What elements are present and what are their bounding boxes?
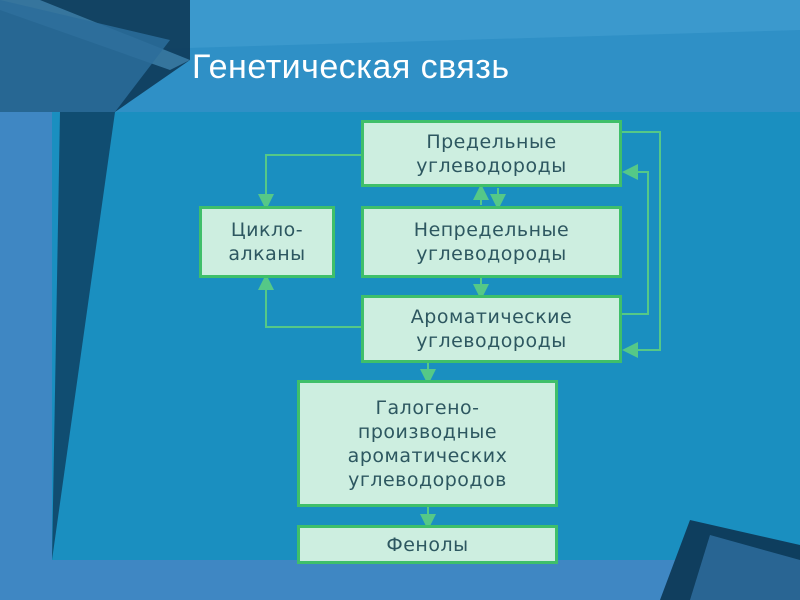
node-label: Галогено- производные ароматических угле… [347,396,508,491]
node-label: Фенолы [386,533,469,556]
node-saturated-hydrocarbons: Предельные углеводороды [361,120,622,187]
node-label: Цикло- алканы [228,219,306,265]
node-label: Непредельные углеводороды [413,219,570,265]
node-unsaturated-hydrocarbons: Непредельные углеводороды [361,206,622,278]
node-label: Ароматические углеводороды [410,306,573,352]
node-aromatic-hydrocarbons: Ароматические углеводороды [361,295,622,363]
node-halogen-derivatives: Галогено- производные ароматических угле… [297,380,558,507]
node-phenols: Фенолы [297,525,558,564]
slide-title: Генетическая связь [192,48,510,86]
node-cycloalkanes: Цикло- алканы [199,206,335,278]
node-label: Предельные углеводороды [416,130,567,177]
